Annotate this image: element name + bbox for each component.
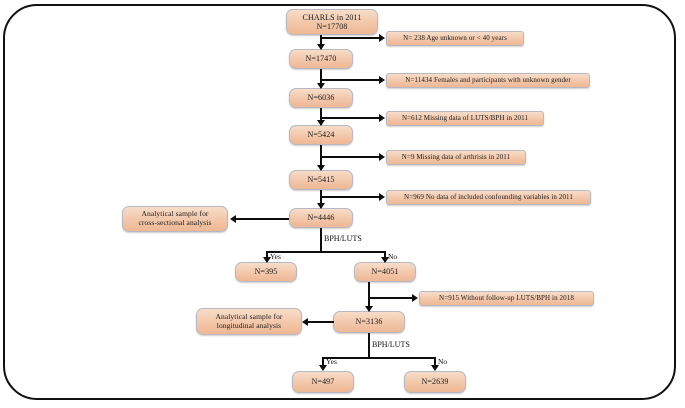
connector-step4-to-step5 (320, 190, 322, 208)
node-branch1-yes: N=395 (235, 262, 297, 282)
connector-to-exclusion-1 (320, 37, 380, 39)
arrowhead-branch1-yes (263, 257, 271, 263)
arrowhead-exclusion-2 (379, 76, 385, 84)
arrowhead-longitudinal (302, 318, 308, 326)
arrowhead-exclusion-6 (412, 294, 418, 302)
node-followup-label: N=3136 (355, 317, 383, 327)
arrowhead-step3 (317, 120, 325, 126)
arrowhead-followup (365, 306, 373, 312)
edge-label-split1-no: No (388, 252, 398, 261)
node-longitudinal-sample: Analytical sample for longitudinal analy… (196, 308, 302, 335)
connector-split1-yes-drop (266, 251, 268, 262)
node-exclusion-3: N=612 Missing data of LUTS/BPH in 2011 (386, 111, 544, 126)
node-source-cohort: CHARLS in 2011 N=17708 (286, 9, 378, 35)
connector-to-exclusion-5 (320, 196, 380, 198)
node-branch1-no: N=4051 (354, 262, 416, 282)
arrowhead-cross-sectional (230, 215, 236, 223)
connector-split2-yes-drop (322, 357, 324, 367)
arrowhead-branch1-no (381, 257, 389, 263)
arrowhead-exclusion-5 (379, 193, 385, 201)
connector-split1-no-drop (384, 251, 386, 262)
node-exclusion-6-label: N=915 Without follow-up LUTS/BPH in 2018 (439, 294, 574, 303)
connector-step1-to-step2 (320, 69, 322, 88)
edge-label-split2-yes: Yes (326, 357, 337, 366)
node-step4: N=5415 (289, 170, 353, 190)
node-step2: N=6036 (289, 88, 353, 108)
node-exclusion-5-label: N=969 No data of included confounding va… (404, 193, 573, 202)
node-exclusion-1-label: N= 238 Age unknown or < 40 years (403, 34, 507, 43)
arrowhead-step5 (317, 203, 325, 209)
connector-to-exclusion-6 (368, 297, 413, 299)
node-branch2-yes: N=497 (292, 371, 354, 393)
arrowhead-step4 (317, 165, 325, 171)
connector-step5-to-cross-sectional (236, 218, 289, 220)
node-exclusion-2-label: N=11434 Females and participants with un… (405, 76, 571, 85)
connector-source-to-step1 (320, 35, 322, 49)
arrowhead-branch2-yes (319, 365, 327, 371)
connector-split2-no-drop (434, 357, 436, 367)
figure-frame-border (3, 4, 676, 400)
connector-followup-to-split2 (368, 333, 370, 359)
node-cross-sectional-line1: Analytical sample for (141, 209, 209, 219)
node-exclusion-3-label: N=612 Missing data of LUTS/BPH in 2011 (401, 114, 529, 123)
edge-label-split2-no: No (438, 357, 448, 366)
node-source-line2: N=17708 (316, 22, 348, 31)
edge-label-split1-yes: Yes (270, 252, 281, 261)
connector-split2-bar (322, 357, 435, 359)
arrowhead-branch2-no (431, 365, 439, 371)
node-source-line1: CHARLS in 2011 (302, 12, 362, 22)
node-branch1-yes-label: N=395 (254, 267, 278, 277)
node-followup-cohort: N=3136 (333, 311, 405, 333)
node-exclusion-1: N= 238 Age unknown or < 40 years (386, 31, 524, 46)
node-cross-sectional-line2: cross-sectional analysis (138, 218, 212, 227)
node-step2-label: N=6036 (307, 93, 335, 103)
node-exclusion-5: N=969 No data of included confounding va… (386, 190, 591, 205)
node-branch2-no-label: N=2639 (421, 377, 449, 387)
connector-to-exclusion-3 (320, 117, 380, 119)
node-exclusion-4: N=9 Missing data of arthrisis in 2011 (386, 150, 526, 165)
node-branch2-no: N=2639 (404, 371, 466, 393)
node-step4-label: N=5415 (307, 175, 335, 185)
arrowhead-exclusion-4 (379, 153, 385, 161)
node-step5-label: N=4446 (307, 213, 335, 223)
connector-split1-bar (266, 251, 385, 253)
connector-followup-to-longitudinal (308, 321, 334, 323)
arrowhead-exclusion-3 (379, 114, 385, 122)
connector-to-exclusion-2 (320, 79, 380, 81)
arrowhead-step1 (317, 44, 325, 50)
node-step5: N=4446 (289, 208, 353, 228)
node-step1: N=17470 (289, 49, 353, 69)
connector-step5-to-split1 (320, 228, 322, 253)
node-exclusion-4-label: N=9 Missing data of arthrisis in 2011 (401, 153, 511, 162)
node-exclusion-2: N=11434 Females and participants with un… (386, 73, 590, 88)
connector-branch1no-to-followup (368, 282, 370, 311)
node-branch1-no-label: N=4051 (371, 267, 399, 277)
connector-step2-to-step3 (320, 108, 322, 125)
node-step3-label: N=5424 (307, 130, 335, 140)
node-step3: N=5424 (289, 125, 353, 145)
edge-label-split2-condition: BPH/LUTS (372, 340, 410, 349)
node-cross-sectional-sample: Analytical sample for cross-sectional an… (122, 206, 228, 232)
arrowhead-step2 (317, 83, 325, 89)
node-exclusion-6: N=915 Without follow-up LUTS/BPH in 2018 (419, 291, 594, 306)
node-branch2-yes-label: N=497 (311, 377, 335, 387)
arrowhead-exclusion-1 (379, 34, 385, 42)
node-longitudinal-line2: longitudinal analysis (216, 320, 282, 330)
connector-to-exclusion-4 (320, 156, 380, 158)
edge-label-split1-condition: BPH/LUTS (324, 234, 362, 243)
node-step1-label: N=17470 (305, 54, 337, 64)
node-longitudinal-line1: Analytical sample for (215, 311, 283, 321)
